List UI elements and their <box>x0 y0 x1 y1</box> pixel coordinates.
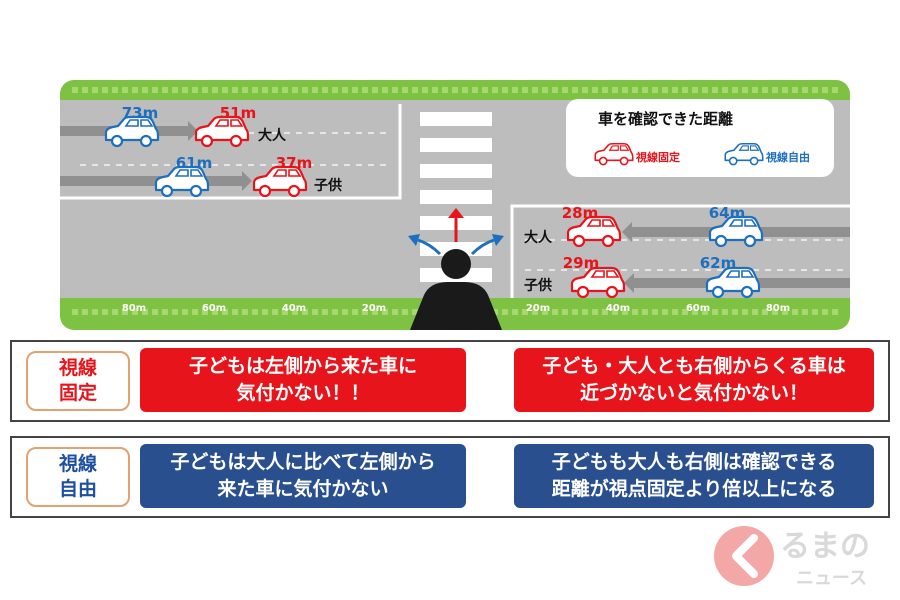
road-line-left <box>60 104 402 200</box>
arrow-up-icon <box>448 208 464 218</box>
panel-free-gaze: 視線 自由 子どもは大人に比べて左側から 来た車に気付かない 子どもも大人も右側… <box>10 436 890 518</box>
tick-left-80: 80m <box>122 303 146 314</box>
label-adult-left: 大人 <box>258 127 287 144</box>
label-child-left: 子供 <box>314 177 342 194</box>
tick-left-20: 20m <box>362 303 386 314</box>
distance-ticks: 80m 60m 40m 20m 20m 40m 60m 80m <box>122 303 790 314</box>
arrow-left-icon <box>408 234 420 246</box>
fixed-left-message: 子どもは左側から来た車に 気付かない！！ <box>140 348 466 412</box>
distance-adult-left-free: 73m <box>122 104 159 122</box>
distance-adult-left-fixed: 51m <box>220 104 257 122</box>
panel-fixed-gaze: 視線 固定 子どもは左側から来た車に 気付かない！！ 子ども・大人とも右側からく… <box>10 340 890 422</box>
logo-text-bottom: ニュース <box>796 568 867 589</box>
person-head-icon <box>441 249 471 279</box>
legend-title: 車を確認できた距離 <box>598 110 733 128</box>
pedestrian-figure <box>408 208 504 330</box>
distance-adult-right-fixed: 28m <box>562 204 599 222</box>
label-adult-right: 大人 <box>524 229 553 246</box>
label-child-right: 子供 <box>524 277 552 294</box>
legend-free-label: 視線自由 <box>765 150 810 164</box>
tick-right-40: 40m <box>606 303 630 314</box>
free-left-message: 子どもは大人に比べて左側から 来た車に気付かない <box>140 444 466 508</box>
panel-fixed-label: 視線 固定 <box>26 351 130 411</box>
fixed-right-message: 子ども・大人とも右側からくる車は 近づかないと気付かない！ <box>514 348 874 412</box>
legend-fixed-label: 視線固定 <box>635 150 680 164</box>
panel-free-label: 視線 自由 <box>26 447 130 507</box>
tick-right-20: 20m <box>526 303 550 314</box>
person-body-icon <box>410 282 502 330</box>
tick-left-40: 40m <box>282 303 306 314</box>
tick-right-80: 80m <box>766 303 790 314</box>
distance-adult-right-free: 64m <box>709 204 746 222</box>
distance-child-right-free: 62m <box>700 254 737 272</box>
tick-left-60: 60m <box>202 303 226 314</box>
distance-child-right-fixed: 29m <box>563 254 600 272</box>
distance-child-left-fixed: 37m <box>276 154 313 172</box>
distance-child-left-free: 61m <box>176 154 213 172</box>
kuruma-news-logo: るまの ニュース <box>714 526 870 589</box>
logo-text-top: るまの <box>780 529 870 564</box>
free-right-message: 子どもも大人も右側は確認できる 距離が視点固定より倍以上になる <box>514 444 874 508</box>
arrow-right-icon <box>492 234 504 246</box>
tick-right-60: 60m <box>686 303 710 314</box>
legend: 車を確認できた距離 視線固定 視線自由 <box>566 99 834 177</box>
road-line-right <box>510 204 850 298</box>
